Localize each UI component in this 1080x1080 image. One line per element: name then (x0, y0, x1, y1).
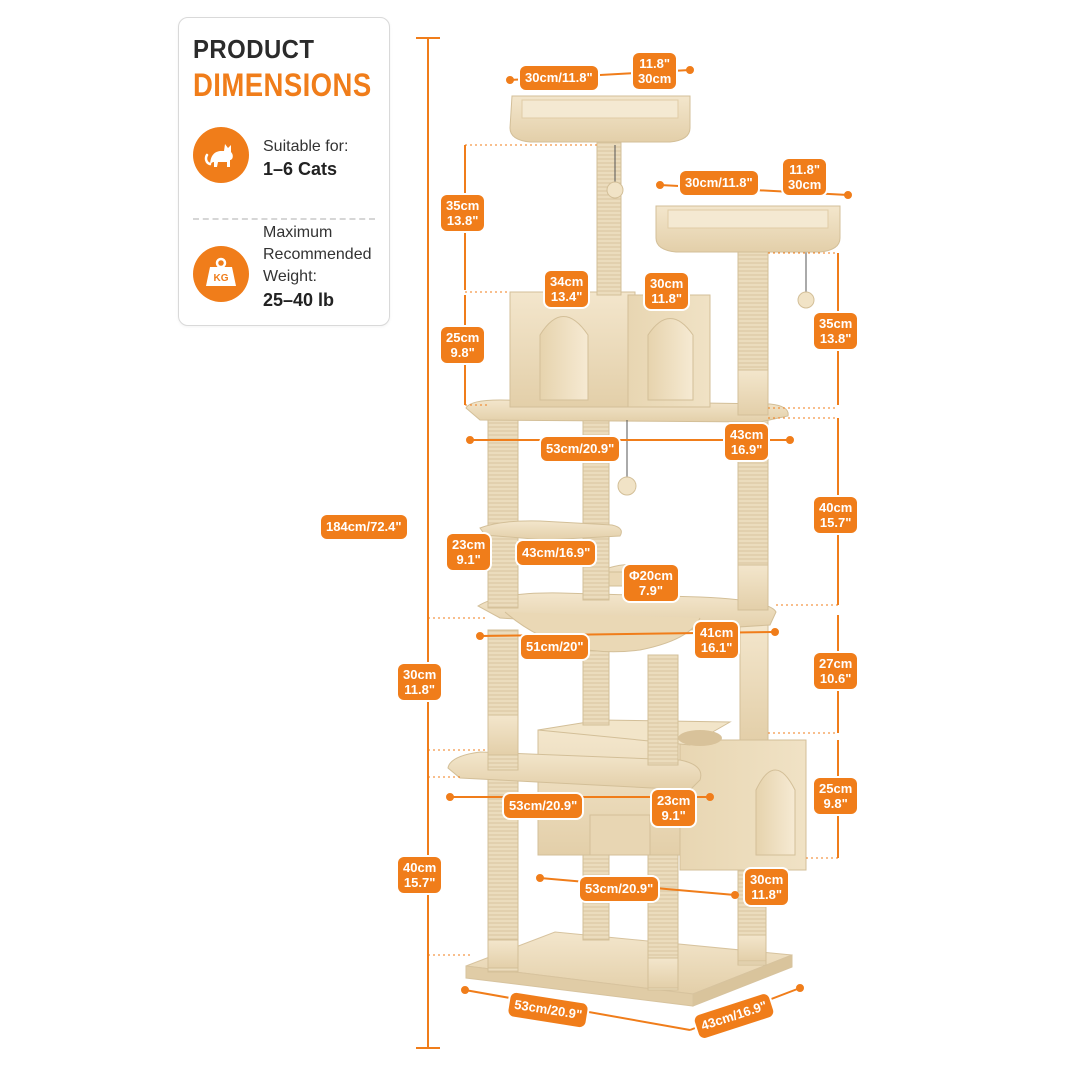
base-board (465, 931, 793, 1007)
dim-step-width-cm: 23cm (452, 537, 486, 552)
weight-value: 25–40 lb (263, 290, 335, 310)
dim-lower-condo-depth-in: 11.8" (751, 887, 782, 902)
dim-condo-depth-cm: 30cm (650, 276, 684, 291)
dim-basket-depth-in: 16.1" (700, 640, 733, 655)
dim-top-perch-depth-in: 11.8" (639, 56, 670, 71)
dim-lower-platform-depth-cm: 23cm (657, 793, 691, 808)
upper-condo (509, 291, 711, 408)
dim-left-mid-height-cm: 30cm (403, 667, 437, 682)
dim-main-platform-width: 53cm/20.9" (541, 437, 620, 461)
dim-right-post-height-in: 13.8" (819, 331, 852, 346)
dim-basket-depth-cm: 41cm (700, 625, 734, 640)
dim-main-platform-depth-cm: 43cm (730, 427, 764, 442)
dim-lower-platform-width: 53cm/20.9" (504, 794, 583, 818)
dim-top-perch-width: 30cm/11.8" (520, 66, 598, 90)
dim-top-post-height-cm: 35cm (446, 198, 480, 213)
weight-label-2: Recommended (263, 246, 372, 263)
dim-mid-post-height-in: 15.7" (819, 515, 852, 530)
dim-top-perch-depth: 11.8"30cm (633, 53, 677, 89)
step-perch (479, 520, 622, 541)
dim-bottom-post-height-in: 15.7" (403, 875, 436, 890)
dim-lower-condo-height-in: 9.8" (823, 796, 848, 811)
hanging-ball (617, 420, 637, 496)
top-post (596, 139, 624, 296)
dim-step-length: 43cm/16.9" (517, 541, 596, 565)
basket-platform (477, 592, 777, 653)
kg-badge-text: KG (214, 273, 229, 284)
dim-condo-width-cm: 34cm (550, 274, 584, 289)
dim-right-perch-depth: 11.8"30cm (783, 159, 827, 195)
dim-lower-condo-width: 53cm/20.9" (580, 877, 659, 901)
dim-top-perch-depth-cm: 30cm (638, 71, 672, 86)
dim-mid-post-height-cm: 40cm (819, 500, 853, 515)
right-perch (655, 205, 841, 253)
dim-right-mid-height-cm: 27cm (819, 656, 853, 671)
dim-basket-width: 51cm/20" (521, 635, 589, 659)
weight-label-3: Weight: (263, 268, 317, 285)
dim-lower-condo-height-cm: 25cm (819, 781, 853, 796)
cat-icon (193, 127, 249, 183)
dim-lower-platform-depth-in: 9.1" (661, 808, 686, 823)
dim-right-perch-depth-in: 11.8" (789, 162, 820, 177)
guide-dotted-lines (428, 144, 838, 956)
card-divider (193, 218, 375, 220)
top-perch (509, 95, 691, 143)
weight-icon: KG (193, 246, 249, 302)
dim-left-mid-height-in: 11.8" (404, 682, 435, 697)
dim-bowl-diameter-in: 7.9" (638, 583, 664, 598)
dim-step-width-in: 9.1" (456, 552, 481, 567)
dim-right-perch-depth-cm: 30cm (788, 177, 822, 192)
dim-top-post-height-in: 13.8" (446, 213, 479, 228)
dim-right-mid-height-in: 10.6" (819, 671, 852, 686)
dim-bottom-post-height-cm: 40cm (403, 860, 437, 875)
dim-main-platform-depth-in: 16.9" (730, 442, 763, 457)
card-title-dimensions: DIMENSIONS (193, 67, 372, 103)
card-title-product: PRODUCT (193, 34, 315, 64)
right-tall-post (737, 244, 815, 416)
dim-lower-condo-depth-cm: 30cm (750, 872, 784, 887)
weight-label-1: Maximum (263, 224, 333, 241)
dim-condo-width-in: 13.4" (550, 289, 583, 304)
dim-bowl-diameter-cm: Φ20cm (629, 568, 673, 583)
dim-condo-depth-in: 11.8" (651, 291, 682, 306)
suitable-value: 1–6 Cats (263, 159, 338, 179)
info-card: PRODUCT DIMENSIONS Suitable for: 1–6 Cat… (178, 17, 390, 326)
dim-condo-height-in: 9.8" (450, 345, 475, 360)
dim-right-perch-width: 30cm/11.8" (680, 171, 758, 195)
dim-total-height: 184cm/72.4" (321, 515, 407, 539)
suitable-label: Suitable for: (263, 138, 349, 155)
dim-right-post-height-cm: 35cm (819, 316, 853, 331)
dim-condo-height-cm: 25cm (446, 330, 480, 345)
